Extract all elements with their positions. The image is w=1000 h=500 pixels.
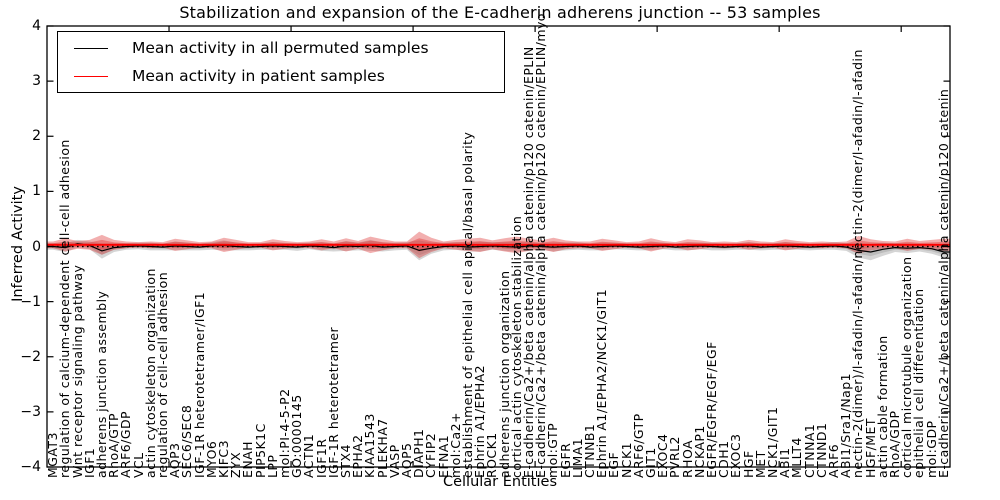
y-tick-label: 1	[32, 183, 41, 200]
y-tick-label: 3	[32, 73, 41, 90]
legend-item-patient: Mean activity in patient samples	[58, 67, 504, 85]
y-tick-label: 4	[32, 18, 41, 34]
y-tick-label: 0	[32, 238, 41, 255]
y-tick-label: −4	[20, 459, 41, 475]
permuted-mean-line	[47, 243, 950, 253]
x-category-label: E-cadherin/Ca2+/beta catenin/alpha caten…	[533, 13, 549, 478]
x-category-label: Wnt receptor signaling pathway	[69, 264, 85, 478]
x-axis-label: Cellular Entities	[442, 474, 558, 490]
legend-line-permuted-icon	[74, 47, 108, 49]
legend-label-permuted: Mean activity in all permuted samples	[132, 39, 429, 57]
y-tick-label: −3	[20, 403, 41, 420]
x-category-label: nectin-2(dimer)/l-afadin/l-afadin/nectin…	[850, 49, 866, 478]
y-tick-label: −2	[20, 348, 41, 365]
y-axis-label: Inferred Activity	[10, 186, 26, 302]
x-category-label: Ephrin A1/EPHA2/NCK1/GIT1	[594, 288, 610, 478]
y-tick-label: 2	[32, 128, 41, 145]
chart-title: Stabilization and expansion of the E-cad…	[179, 3, 821, 22]
y-tick-label: −1	[20, 293, 41, 310]
legend-label-patient: Mean activity in patient samples	[132, 67, 385, 85]
legend-line-patient-icon	[74, 75, 108, 77]
legend: Mean activity in all permuted samples Me…	[57, 31, 505, 93]
legend-item-permuted: Mean activity in all permuted samples	[58, 39, 504, 57]
x-category-label: E-cadherin/Ca2+/beta catenin/alpha caten…	[935, 88, 951, 478]
